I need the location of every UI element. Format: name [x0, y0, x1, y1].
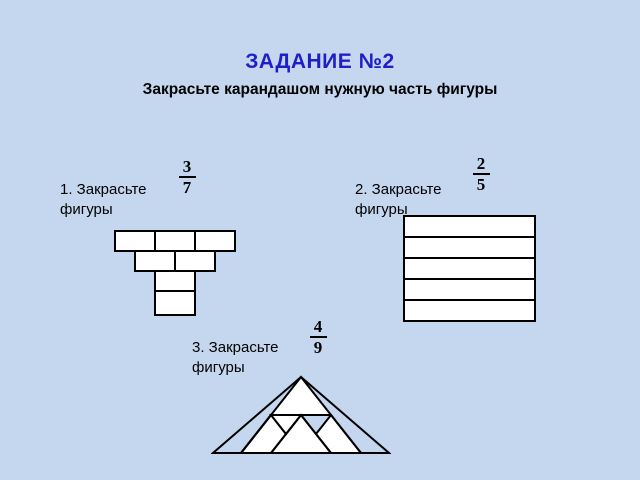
page-subtitle: Закрасьте карандашом нужную часть фигуры [142, 81, 498, 98]
task-1-figure [114, 230, 240, 316]
task-3-fraction-denominator: 9 [313, 338, 323, 357]
task-2-label: 2. Закрасьте фигуры [355, 181, 442, 218]
task-2-figure [403, 215, 537, 323]
task-1-fraction-numerator: 3 [182, 157, 192, 176]
task-3-figure [211, 375, 391, 459]
page-title: ЗАДАНИЕ №2 [245, 50, 395, 73]
task-2-fraction-denominator: 5 [476, 175, 486, 194]
task-2-fraction: 2 5 [464, 155, 498, 193]
task-3-fraction-numerator: 4 [313, 317, 323, 336]
task-1-fraction: 3 7 [170, 158, 204, 196]
task-1-fraction-bar [178, 176, 196, 178]
task-3-fraction: 4 9 [301, 318, 335, 356]
task-3-fraction-bar [309, 336, 327, 338]
task-2-fraction-bar [472, 173, 490, 175]
task-1-label: 1. Закрасьте фигуры [60, 181, 147, 218]
task-2-fraction-numerator: 2 [476, 154, 486, 173]
task-1-fraction-denominator: 7 [182, 178, 192, 197]
task-3-label: 3. Закрасьте фигуры [192, 339, 279, 376]
